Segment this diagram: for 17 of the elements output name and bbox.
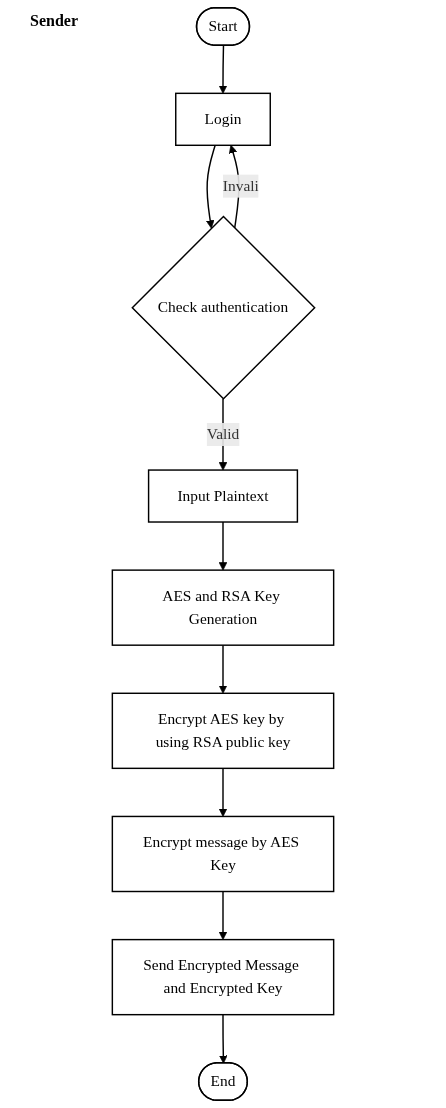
diagram-heading: Sender: [30, 12, 78, 30]
arrow: [218, 521, 228, 571]
arrow: [218, 45, 228, 94]
node-box: Input Plaintext: [147, 469, 299, 523]
arrow: [218, 890, 228, 940]
node-box: Encrypt AES key by using RSA public key: [111, 692, 335, 770]
node-box: AES and RSA Key Generation: [111, 569, 335, 646]
arrow: [218, 644, 228, 694]
arrow: [218, 767, 228, 817]
node-diamond: Check authentication: [131, 215, 316, 400]
edge-label: Invali: [222, 177, 259, 194]
arrow: [206, 144, 216, 229]
node-box: Login: [175, 92, 271, 146]
node-box: Send Encrypted Message and Encrypted Key: [111, 938, 335, 1016]
node-box: Encrypt message by AES Key: [111, 815, 335, 893]
arrow: [219, 1013, 228, 1064]
edge-label: Valid: [206, 425, 240, 443]
